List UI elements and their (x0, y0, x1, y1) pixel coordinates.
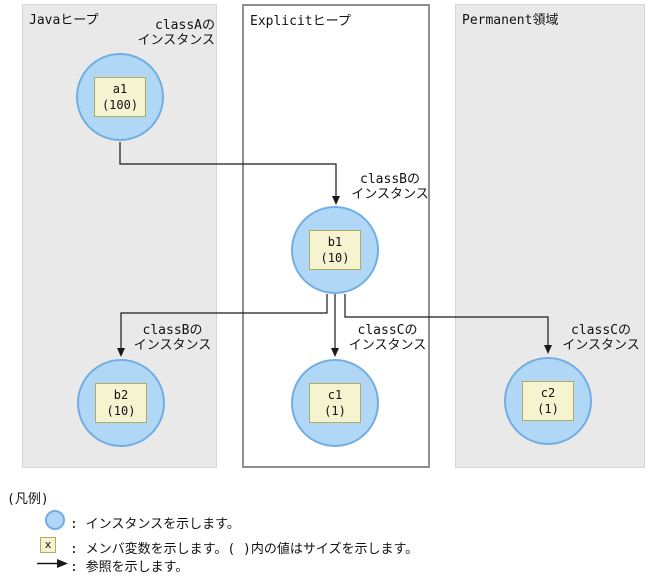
panel-explicit-heap-title: Explicitヒープ (250, 14, 351, 29)
member-size: (1) (324, 404, 346, 418)
member-box-b1: b1 (10) (309, 230, 361, 270)
instance-b1: b1 (10) (291, 206, 379, 294)
legend-member-text: : メンバ変数を示します。( )内の値はサイズを示します。 (70, 542, 419, 557)
member-name: c1 (327, 388, 343, 402)
instance-c1: c1 (1) (291, 359, 379, 447)
instance-b2: b2 (10) (77, 359, 165, 447)
member-box-a1: a1 (100) (94, 77, 146, 117)
member-name: a1 (112, 82, 128, 96)
panel-java-heap-title: Javaヒープ (29, 13, 99, 28)
label-classC-instance-c2: classCの インスタンス (562, 323, 640, 353)
legend-instance-text: : インスタンスを示します。 (70, 517, 240, 532)
member-size: (1) (537, 402, 559, 416)
label-classB-instance-b2: classBの インスタンス (133, 323, 212, 353)
legend-reference-text: : 参照を示します。 (70, 560, 189, 575)
member-size: (100) (101, 98, 139, 112)
label-classC-instance-c1: classCの インスタンス (348, 323, 427, 353)
label-classA-instance: classAの インスタンス (137, 18, 215, 48)
member-name: c2 (540, 386, 556, 400)
member-box-icon: x (40, 537, 56, 553)
legend-title: (凡例) (7, 492, 49, 507)
instance-c2: c2 (1) (504, 357, 592, 445)
member-size: (10) (106, 404, 136, 418)
member-size: (10) (320, 251, 350, 265)
instance-a1: a1 (100) (76, 53, 164, 141)
label-classB-instance-b1: classBの インスタンス (351, 172, 429, 202)
member-box-c2: c2 (1) (522, 381, 574, 421)
member-name: b2 (113, 388, 129, 402)
member-box-c1: c1 (1) (309, 383, 361, 423)
member-name: b1 (327, 235, 343, 249)
panel-permanent-area-title: Permanent領域 (462, 13, 559, 28)
instance-circle-icon (45, 510, 65, 530)
member-box-b2: b2 (10) (95, 383, 147, 423)
reference-arrow-icon (37, 559, 68, 568)
